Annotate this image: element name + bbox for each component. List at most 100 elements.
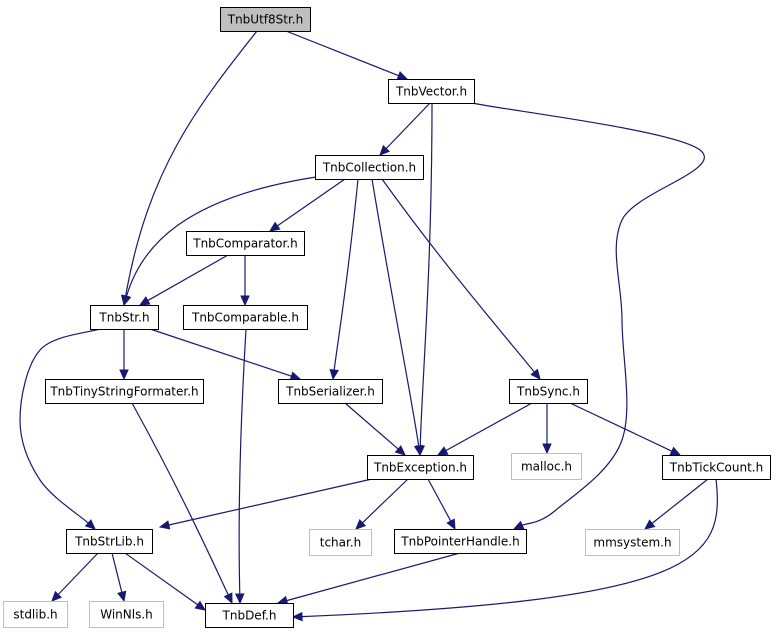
edge-line xyxy=(381,178,535,373)
node-label: TnbTickCount.h xyxy=(669,461,763,475)
edge-line xyxy=(277,178,346,227)
node-label: TnbUtf8Str.h xyxy=(227,13,303,27)
edge-tnbexception-to-tchar xyxy=(355,478,409,530)
edge-tnbcollection-to-tnbcomparator xyxy=(268,178,346,232)
edge-line xyxy=(149,328,292,377)
arrowhead-icon xyxy=(138,296,151,306)
edge-line xyxy=(57,552,99,595)
graph-nodes: TnbUtf8Str.hTnbVector.hTnbCollection.hTn… xyxy=(3,7,771,628)
edge-tnbcomparable-to-tnbdef xyxy=(235,328,247,605)
edge-line xyxy=(371,178,420,447)
node-tnbsync[interactable]: TnbSync.h xyxy=(509,379,588,404)
node-label: TnbStr.h xyxy=(98,311,149,325)
edge-tnbstr-to-tnbserializer xyxy=(149,328,302,381)
node-box xyxy=(509,379,588,404)
node-box xyxy=(367,455,474,480)
edge-tnbsync-to-tnbexception xyxy=(436,402,533,456)
edge-line xyxy=(333,178,359,371)
edge-tnbutf8str-to-tnbvector xyxy=(285,30,409,80)
edge-tnbcollection-to-tnbexception xyxy=(371,178,424,457)
node-label: TnbVector.h xyxy=(395,85,467,99)
edge-line xyxy=(569,402,673,452)
node-tnbtinystring[interactable]: TnbTinyStringFormater.h xyxy=(45,379,204,404)
node-box xyxy=(511,453,582,480)
node-tnbcomparable[interactable]: TnbComparable.h xyxy=(183,305,308,330)
edge-tnbcollection-to-tnbserializer xyxy=(329,178,359,381)
node-box xyxy=(45,379,204,404)
edge-line xyxy=(168,478,373,526)
edge-line xyxy=(427,478,452,522)
node-label: TnbSync.h xyxy=(516,385,580,399)
arrowhead-icon xyxy=(122,294,132,307)
node-tnbserializer[interactable]: TnbSerializer.h xyxy=(278,379,383,404)
node-box xyxy=(394,529,527,554)
arrowhead-icon xyxy=(355,518,367,530)
node-tnbcomparator[interactable]: TnbComparator.h xyxy=(186,231,305,256)
edge-tnbpointerhandle-to-tnbdef xyxy=(276,552,461,606)
node-box xyxy=(662,455,771,480)
arrowhead-icon xyxy=(119,369,129,381)
arrowhead-icon xyxy=(194,600,207,611)
node-box xyxy=(3,601,68,628)
node-tchar: tchar.h xyxy=(309,529,372,556)
node-box xyxy=(278,379,383,404)
arrowhead-icon xyxy=(289,371,302,381)
node-malloc: malloc.h xyxy=(511,453,582,480)
node-tnbpointerhandle[interactable]: TnbPointerHandle.h xyxy=(394,529,527,554)
edge-tnbstrlib-to-stdlib xyxy=(51,552,99,602)
node-box xyxy=(388,79,475,104)
edge-line xyxy=(301,478,718,618)
edge-tnbcollection-to-tnbstr xyxy=(122,174,331,307)
node-box xyxy=(309,529,372,556)
node-label: TnbComparable.h xyxy=(191,311,299,325)
edge-tnbcollection-to-tnbsync xyxy=(381,178,541,380)
arrowhead-icon xyxy=(396,71,409,80)
edge-line xyxy=(131,402,229,596)
edge-line xyxy=(111,552,123,593)
node-box xyxy=(66,529,153,554)
node-label: TnbPointerHandle.h xyxy=(400,535,519,549)
edge-line xyxy=(285,30,399,77)
node-label: TnbStrLib.h xyxy=(74,535,144,549)
arrowhead-icon xyxy=(413,444,424,457)
edge-tnbstrlib-to-tnbdef xyxy=(124,552,207,611)
arrowhead-icon xyxy=(291,611,303,622)
node-tnbstr[interactable]: TnbStr.h xyxy=(90,305,159,330)
node-tnbexception[interactable]: TnbException.h xyxy=(367,455,474,480)
node-label: mmsystem.h xyxy=(593,536,671,550)
arrowhead-icon xyxy=(117,590,127,603)
node-tnbvector[interactable]: TnbVector.h xyxy=(388,79,475,104)
arrowhead-icon xyxy=(530,368,541,380)
edge-tnbtickcount-to-tnbdef xyxy=(291,478,718,622)
arrowhead-icon xyxy=(644,519,656,530)
node-tnbstrlib[interactable]: TnbStrLib.h xyxy=(66,529,153,554)
edge-tnbcomparator-to-tnbcomparable xyxy=(240,255,250,307)
edge-tnbexception-to-tnbstrlib xyxy=(158,478,373,530)
edge-line xyxy=(124,30,258,297)
node-tnbcollection[interactable]: TnbCollection.h xyxy=(315,155,424,180)
edge-tnbserializer-to-tnbexception xyxy=(344,402,406,456)
node-label: TnbTinyStringFormater.h xyxy=(49,385,198,399)
arrowhead-icon xyxy=(379,144,391,156)
edge-line xyxy=(238,328,247,595)
node-tnbtickcount[interactable]: TnbTickCount.h xyxy=(662,455,771,480)
arrowhead-icon xyxy=(268,221,281,232)
graph-edges xyxy=(19,30,718,622)
edge-line xyxy=(286,552,461,602)
edge-tnbsync-to-tnbtickcount xyxy=(569,402,682,456)
edge-line xyxy=(124,552,199,606)
arrowhead-icon xyxy=(436,446,449,456)
edge-tnbcomparator-to-tnbstr xyxy=(138,254,229,306)
edge-line xyxy=(362,478,409,524)
edge-tnbstr-to-tnbstrlib xyxy=(19,328,101,530)
arrowhead-icon xyxy=(235,593,245,605)
node-box xyxy=(186,231,305,256)
node-winnls: WinNls.h xyxy=(89,601,164,628)
node-stdlib: stdlib.h xyxy=(3,601,68,628)
node-tnbdef[interactable]: TnbDef.h xyxy=(205,603,294,628)
node-label: TnbCollection.h xyxy=(322,161,416,175)
arrowhead-icon xyxy=(51,590,63,602)
node-tnbutf8str[interactable]: TnbUtf8Str.h xyxy=(220,7,311,32)
node-box xyxy=(315,155,424,180)
edge-tnbstr-to-tnbtinystring xyxy=(119,329,129,381)
